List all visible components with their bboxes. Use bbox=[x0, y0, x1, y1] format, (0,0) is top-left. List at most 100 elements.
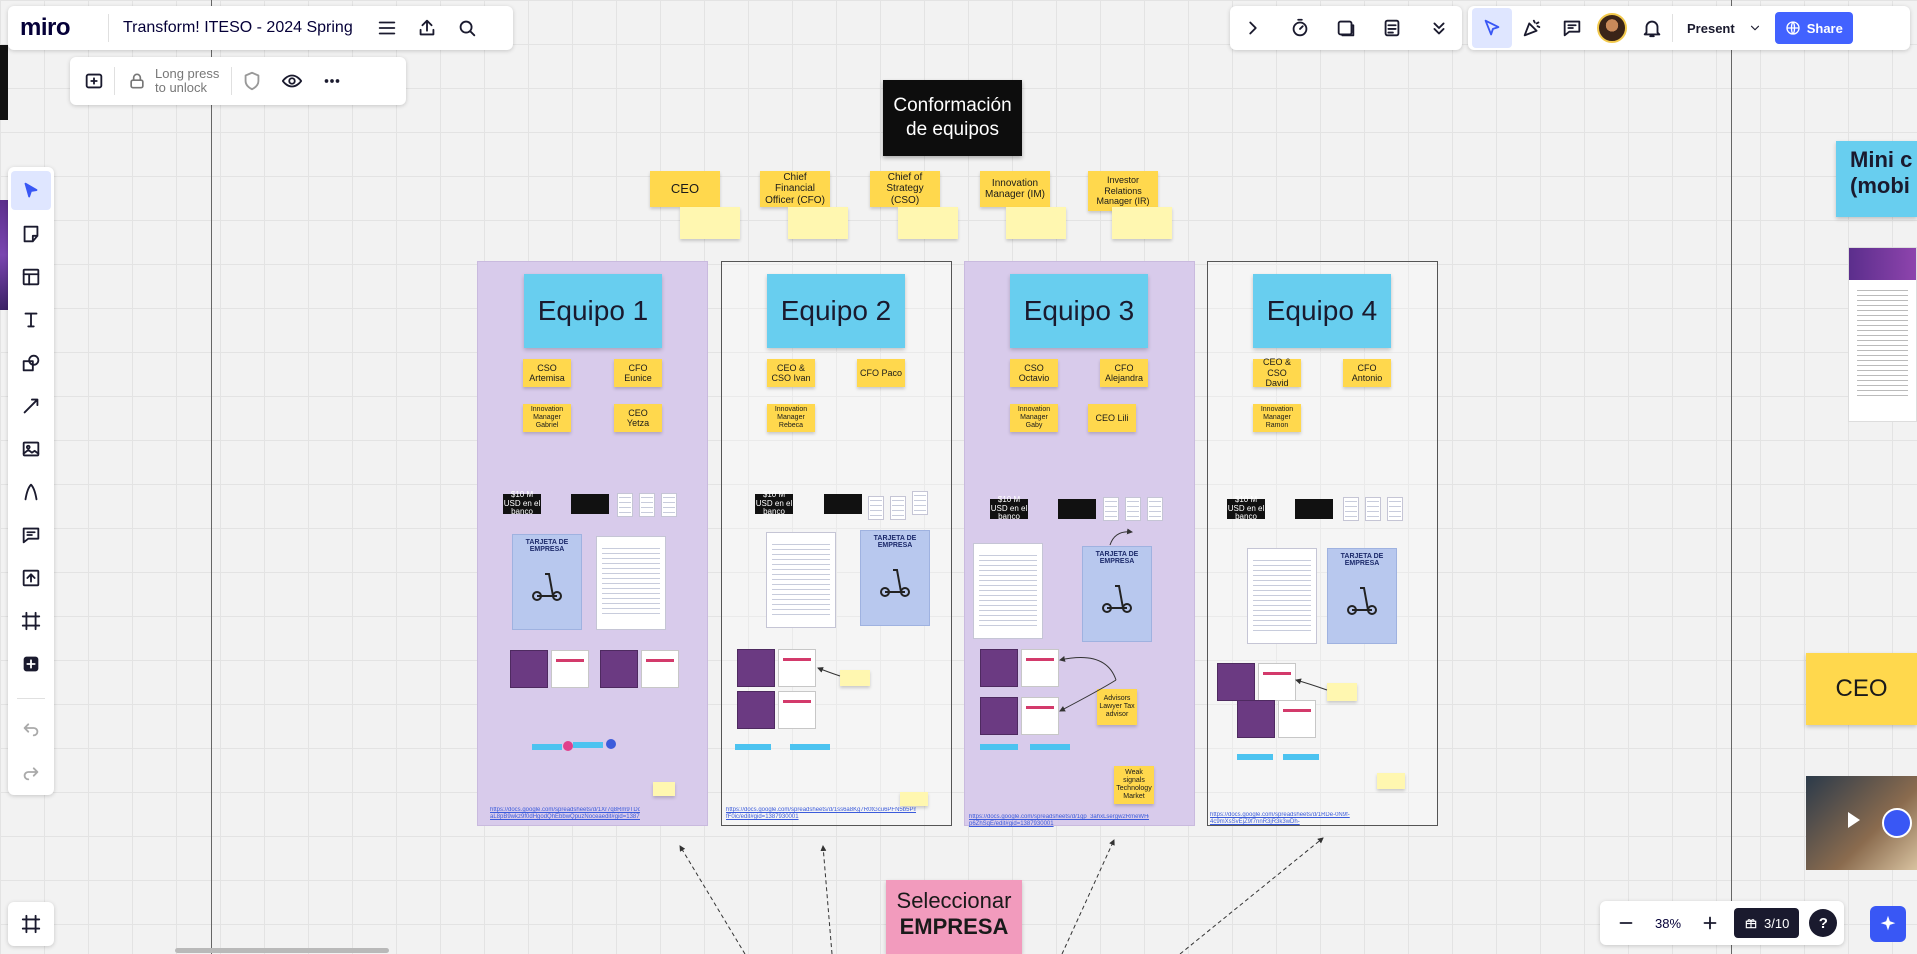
document-thumbnail[interactable] bbox=[1125, 497, 1141, 521]
timer-icon[interactable] bbox=[1280, 8, 1320, 48]
note-sticky[interactable] bbox=[1327, 683, 1357, 701]
company-card[interactable]: TARJETA DE EMPRESA bbox=[860, 530, 930, 626]
advisor-card[interactable] bbox=[980, 649, 1018, 687]
advisor-card[interactable] bbox=[1021, 697, 1059, 735]
advisor-card[interactable] bbox=[1217, 663, 1255, 701]
timeline-bar[interactable] bbox=[980, 744, 1018, 750]
business-model-card[interactable] bbox=[571, 494, 609, 514]
document-thumbnail[interactable] bbox=[912, 491, 928, 515]
timeline-bar[interactable] bbox=[1283, 754, 1319, 760]
document-thumbnail[interactable] bbox=[890, 496, 906, 520]
play-icon[interactable] bbox=[1848, 812, 1860, 828]
advisor-card[interactable] bbox=[737, 649, 775, 687]
role-sticky-cfo[interactable]: Chief Financial Officer (CFO) bbox=[760, 171, 830, 207]
add-frame-icon[interactable] bbox=[74, 61, 114, 101]
ai-assistant-button[interactable] bbox=[1870, 906, 1906, 942]
horizontal-scrollbar[interactable] bbox=[175, 948, 389, 953]
eye-icon[interactable] bbox=[272, 61, 312, 101]
frames-list-icon[interactable] bbox=[11, 904, 51, 944]
role-description-cfo[interactable] bbox=[788, 207, 848, 239]
advisor-card[interactable] bbox=[600, 650, 638, 688]
timeline-marker[interactable] bbox=[563, 741, 573, 751]
document-preview[interactable] bbox=[1848, 247, 1917, 422]
ceo-sticky-right[interactable]: CEO bbox=[1806, 653, 1917, 725]
document-thumbnail[interactable] bbox=[1343, 497, 1359, 521]
pen-icon[interactable] bbox=[11, 473, 51, 512]
frames-icon[interactable] bbox=[1326, 8, 1366, 48]
upload-icon[interactable] bbox=[11, 559, 51, 598]
chatbot-avatar[interactable] bbox=[1882, 808, 1912, 838]
advisor-card[interactable] bbox=[551, 650, 589, 688]
advisor-card[interactable] bbox=[641, 650, 679, 688]
reactions-cursor-icon[interactable] bbox=[1472, 8, 1512, 48]
timeline-bar[interactable] bbox=[790, 744, 830, 750]
shapes-icon[interactable] bbox=[11, 343, 51, 382]
advisor-card[interactable] bbox=[980, 697, 1018, 735]
role-description-ceo[interactable] bbox=[680, 207, 740, 239]
member-sticky[interactable]: CSO Octavio bbox=[1010, 359, 1058, 387]
team-title-3[interactable]: Equipo 3 bbox=[1010, 274, 1148, 348]
bank-balance[interactable]: $10 M USD en el banco bbox=[990, 494, 1028, 522]
user-avatar[interactable] bbox=[1597, 13, 1627, 43]
advisors-sticky[interactable]: Advisors Lawyer Tax advisor bbox=[1097, 689, 1137, 725]
frame-tool-icon[interactable] bbox=[11, 602, 51, 641]
company-card[interactable]: TARJETA DE EMPRESA bbox=[512, 534, 582, 630]
bank-balance[interactable]: $10 M USD en el banco bbox=[1227, 494, 1265, 522]
shield-icon[interactable] bbox=[232, 61, 272, 101]
undo-icon[interactable] bbox=[11, 709, 51, 748]
timeline-bar[interactable] bbox=[1237, 754, 1273, 760]
role-sticky-cso[interactable]: Chief of Strategy (CSO) bbox=[870, 171, 940, 207]
member-sticky[interactable]: CEO & CSO David bbox=[1253, 357, 1301, 388]
chevron-right-icon[interactable] bbox=[1233, 8, 1273, 48]
company-card[interactable]: TARJETA DE EMPRESA bbox=[1327, 548, 1397, 644]
member-sticky[interactable]: Innovation Manager Gabriel bbox=[523, 404, 571, 432]
team-title-1[interactable]: Equipo 1 bbox=[524, 274, 662, 348]
member-sticky[interactable]: CEO Lili bbox=[1088, 404, 1136, 432]
board-heading[interactable]: Conformación de equipos bbox=[883, 80, 1022, 156]
role-description-cso[interactable] bbox=[898, 207, 958, 239]
advisor-card[interactable] bbox=[778, 691, 816, 729]
bell-icon[interactable] bbox=[1632, 8, 1672, 48]
member-sticky[interactable]: Innovation Manager Rebeca bbox=[767, 404, 815, 432]
mini-case-title[interactable]: Mini c (mobi bbox=[1836, 141, 1917, 217]
advisor-card[interactable] bbox=[1237, 700, 1275, 738]
document-thumbnail[interactable] bbox=[661, 493, 677, 517]
document-thumbnail[interactable] bbox=[1247, 548, 1317, 644]
member-sticky[interactable]: CEO Yetza bbox=[614, 404, 662, 432]
member-sticky[interactable]: CFO Paco bbox=[857, 359, 905, 387]
present-dropdown-icon[interactable] bbox=[1741, 8, 1769, 48]
spreadsheet-link[interactable]: https://docs.google.com/spreadsheets/d/1… bbox=[490, 807, 640, 821]
timeline-bar[interactable] bbox=[1030, 744, 1070, 750]
document-thumbnail[interactable] bbox=[766, 532, 836, 628]
timeline-bar[interactable] bbox=[735, 744, 771, 750]
business-model-card[interactable] bbox=[824, 494, 862, 514]
business-model-card[interactable] bbox=[1295, 499, 1333, 519]
document-thumbnail[interactable] bbox=[1387, 497, 1403, 521]
timeline-bar[interactable] bbox=[532, 744, 562, 750]
text-tool-icon[interactable] bbox=[11, 300, 51, 339]
select-tool-icon[interactable] bbox=[11, 171, 51, 211]
advisor-card[interactable] bbox=[1258, 663, 1296, 701]
advisor-card[interactable] bbox=[1021, 649, 1059, 687]
zoom-out-icon[interactable] bbox=[1606, 903, 1646, 943]
bank-balance[interactable]: $10 M USD en el banco bbox=[755, 489, 793, 517]
comments-icon[interactable] bbox=[1552, 8, 1592, 48]
celebrate-icon[interactable] bbox=[1512, 8, 1552, 48]
note-sticky[interactable] bbox=[653, 782, 675, 796]
share-button[interactable]: Share bbox=[1774, 12, 1853, 44]
comment-tool-icon[interactable] bbox=[11, 516, 51, 555]
bank-balance[interactable]: $10 M USD en el banco bbox=[503, 489, 541, 517]
chevron-double-down-icon[interactable] bbox=[1419, 8, 1459, 48]
document-thumbnail[interactable] bbox=[973, 543, 1043, 639]
present-button[interactable]: Present bbox=[1673, 21, 1741, 36]
advisor-card[interactable] bbox=[1278, 700, 1316, 738]
document-thumbnail[interactable] bbox=[639, 493, 655, 517]
business-model-card[interactable] bbox=[1058, 499, 1096, 519]
signals-sticky[interactable]: Weak signals Technology Market bbox=[1114, 766, 1154, 804]
document-thumbnail[interactable] bbox=[1147, 497, 1163, 521]
templates-icon[interactable] bbox=[11, 257, 51, 296]
help-button[interactable]: ? bbox=[1809, 909, 1838, 937]
document-thumbnail[interactable] bbox=[1365, 497, 1381, 521]
team-title-2[interactable]: Equipo 2 bbox=[767, 274, 905, 348]
unlock-button[interactable]: Long press to unlock bbox=[115, 66, 231, 96]
